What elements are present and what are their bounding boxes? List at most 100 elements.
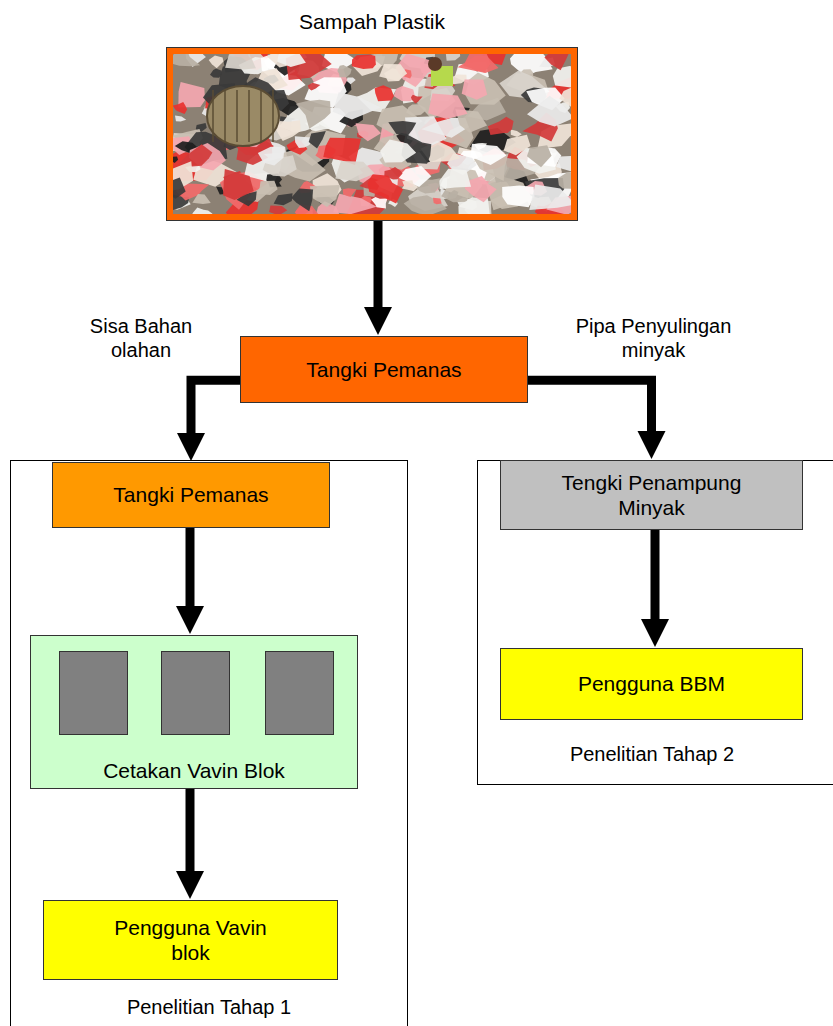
trash-piece [309, 131, 326, 149]
trash-piece [173, 177, 186, 198]
basket-weave [260, 90, 262, 142]
trash-piece [291, 188, 313, 211]
box-label: Tengki Penampung Minyak [552, 470, 752, 520]
trash-piece [274, 193, 293, 205]
trash-piece [225, 54, 256, 69]
trash-piece [527, 145, 552, 167]
basket-weave [212, 90, 214, 142]
mold-cavity [265, 651, 334, 735]
trash-piece [258, 147, 285, 166]
trash-piece [192, 207, 212, 214]
trash-piece [553, 66, 571, 88]
trash-piece [323, 138, 361, 165]
figure-heading: Sampah Plastik [299, 9, 445, 34]
box-label: Tangki Pemanas [113, 482, 268, 507]
trash-piece [179, 144, 213, 166]
trash-piece [333, 194, 376, 214]
photo-frame: Sampah Plastik [167, 48, 577, 220]
trash-piece [210, 69, 222, 78]
trash-piece [406, 104, 426, 116]
trash-piece [192, 194, 210, 204]
stage-caption: Penelitian Tahap 2 [570, 742, 734, 766]
basket-weave [224, 90, 226, 142]
mold-box: Cetakan Vavin Blok [30, 635, 358, 789]
trash-piece [428, 93, 467, 119]
flow-arrow [374, 220, 383, 307]
trash-piece [173, 156, 178, 163]
trash-piece [488, 117, 514, 135]
trash-piece [352, 55, 376, 69]
trash-piece [343, 188, 357, 197]
trash-piece [256, 181, 277, 195]
trash-piece [411, 95, 423, 104]
trash-piece [502, 185, 534, 207]
edge-label: Sisa Bahan olahan [66, 314, 216, 362]
flow-arrow [191, 380, 240, 433]
trash-piece [556, 156, 571, 171]
photo-illustration [173, 54, 571, 214]
trash-piece [371, 197, 387, 208]
flow-arrow [186, 528, 195, 606]
trash-piece [310, 185, 340, 207]
mold-cavity [59, 651, 128, 735]
box-label: Tangki Pemanas [306, 357, 461, 382]
trash-piece [308, 83, 321, 91]
trash-piece [447, 190, 458, 200]
trash-piece [559, 87, 571, 108]
trash-piece [223, 169, 254, 200]
trash-piece [402, 180, 418, 191]
flow-arrow [528, 380, 652, 431]
trash-piece [337, 65, 351, 77]
trash-piece [388, 121, 416, 136]
process-box: Tangki Pemanas [52, 462, 330, 528]
process-box: Tangki Pemanas [240, 336, 528, 403]
trash-piece [558, 172, 571, 188]
trash-piece [544, 54, 569, 70]
trash-piece [462, 79, 488, 99]
stage-caption: Penelitian Tahap 1 [127, 995, 291, 1019]
trash-piece [529, 185, 571, 211]
mold-cavity [161, 651, 230, 735]
trash-piece [439, 169, 471, 190]
trash-piece [375, 85, 394, 101]
trash-piece [379, 64, 407, 81]
basket-weave [272, 90, 274, 142]
box-label: Cetakan Vavin Blok [103, 758, 285, 783]
flow-arrow [186, 789, 195, 871]
trash-piece [296, 100, 331, 129]
person-head [428, 57, 442, 71]
storage-box: Tengki Penampung Minyak [500, 460, 803, 530]
trash-piece [367, 174, 403, 203]
photo-ground [173, 54, 571, 214]
trash-piece [175, 115, 186, 121]
flow-arrow [651, 530, 660, 619]
trash-piece [173, 102, 187, 114]
trash-piece [463, 54, 490, 73]
trash-piece [511, 130, 522, 137]
trash-piece [504, 135, 531, 155]
trash-piece [465, 176, 497, 202]
box-label: Pengguna Vavin blok [96, 915, 286, 965]
basket-weave [236, 90, 238, 142]
trash-piece [446, 54, 460, 61]
trash-piece [470, 144, 506, 165]
trash-piece [269, 205, 287, 214]
trash-piece [333, 92, 381, 119]
trash-piece [277, 54, 306, 67]
trash-piece [398, 166, 431, 187]
trash-piece [335, 161, 375, 181]
trash-piece [433, 198, 442, 205]
box-label: Pengguna BBM [578, 671, 725, 696]
trash-piece [404, 195, 447, 214]
trash-piece [380, 140, 416, 163]
trash-piece [346, 78, 355, 85]
user-box: Pengguna Vavin blok [43, 900, 338, 980]
user-box: Pengguna BBM [500, 648, 803, 720]
edge-label: Pipa Penyulingan minyak [548, 314, 760, 362]
stage-panel: Penelitian Tahap 1 Tangki PemanasCetakan … [10, 460, 408, 1026]
trash-piece [209, 56, 224, 69]
basket [207, 86, 279, 146]
stage-panel: Penelitian Tahap 2 Tengki Penampung Minya… [477, 460, 833, 785]
basket-weave [248, 90, 250, 142]
trash-piece [173, 54, 200, 66]
